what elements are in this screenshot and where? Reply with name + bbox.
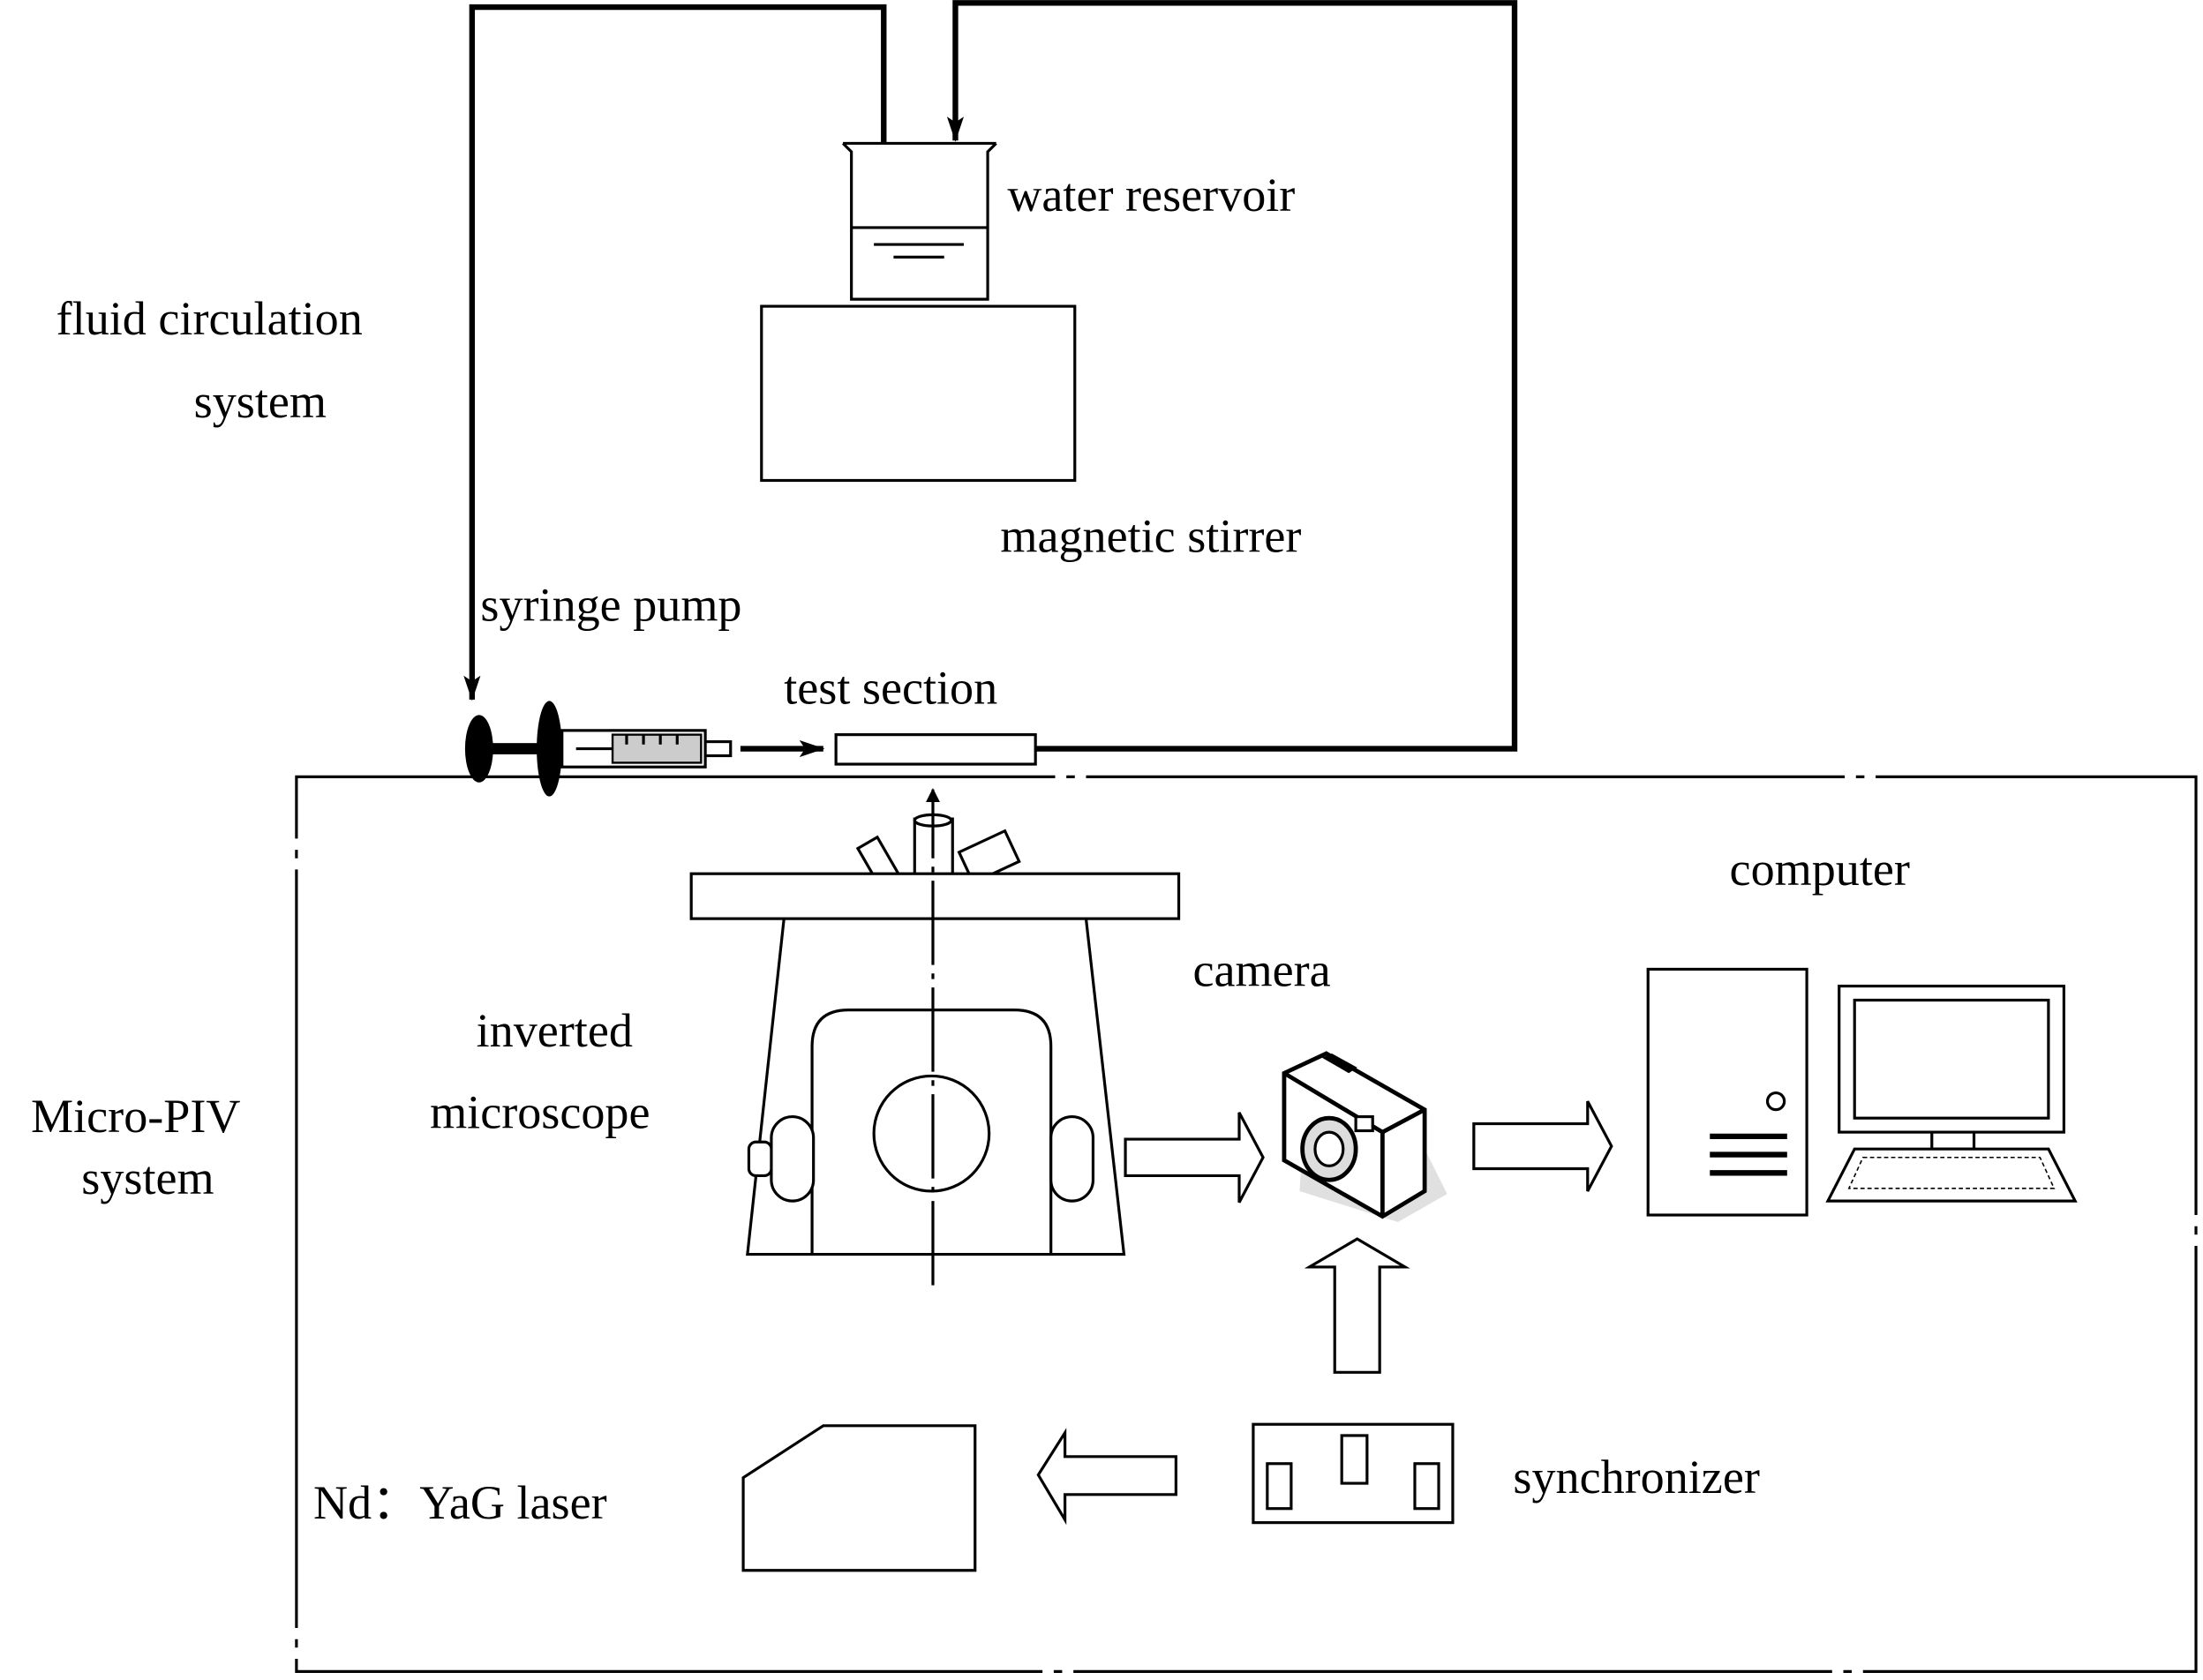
microscope-label-line2: microscope [430,1085,650,1138]
arrow-synchronizer-to-camera [1304,1237,1410,1374]
water-reservoir-icon [841,141,997,301]
micro-piv-label-line1: Micro-PIV [31,1090,240,1143]
microscope-label-line1: inverted [477,1004,633,1057]
pipe-test-section-to-reservoir [946,0,1518,752]
syringe-pump-label: syringe pump [480,579,741,632]
syringe-pump-icon [464,701,733,797]
magnetic-stirrer-box [760,304,1077,483]
micro-piv-system-border [295,775,2198,1673]
fluid-circulation-label-line1: fluid circulation [56,292,363,345]
arrow-camera-to-computer [1472,1100,1613,1192]
water-reservoir-label: water reservoir [1007,169,1295,221]
inverted-microscope-icon [689,788,1181,1286]
computer-icon [1646,967,2078,1217]
circulation-pipes [463,0,1518,752]
laser-label: Nd：YaG laser [313,1476,607,1529]
fluid-circulation-label-line2: system [194,375,327,428]
test-section-label: test section [784,662,997,715]
test-section-box [834,733,1037,766]
synchronizer-label: synchronizer [1513,1451,1759,1504]
magnetic-stirrer-label: magnetic stirrer [1000,510,1301,563]
pipe-reservoir-to-syringe [463,4,887,701]
arrow-microscope-to-camera [1124,1112,1265,1204]
camera-icon [1282,1051,1447,1222]
camera-label: camera [1192,944,1330,997]
arrow-synchronizer-to-laser [1036,1428,1177,1526]
synchronizer-icon [1252,1422,1455,1525]
micro-piv-label-line2: system [81,1151,214,1204]
nd-yag-laser-box [741,1424,977,1572]
computer-label: computer [1730,843,1910,896]
